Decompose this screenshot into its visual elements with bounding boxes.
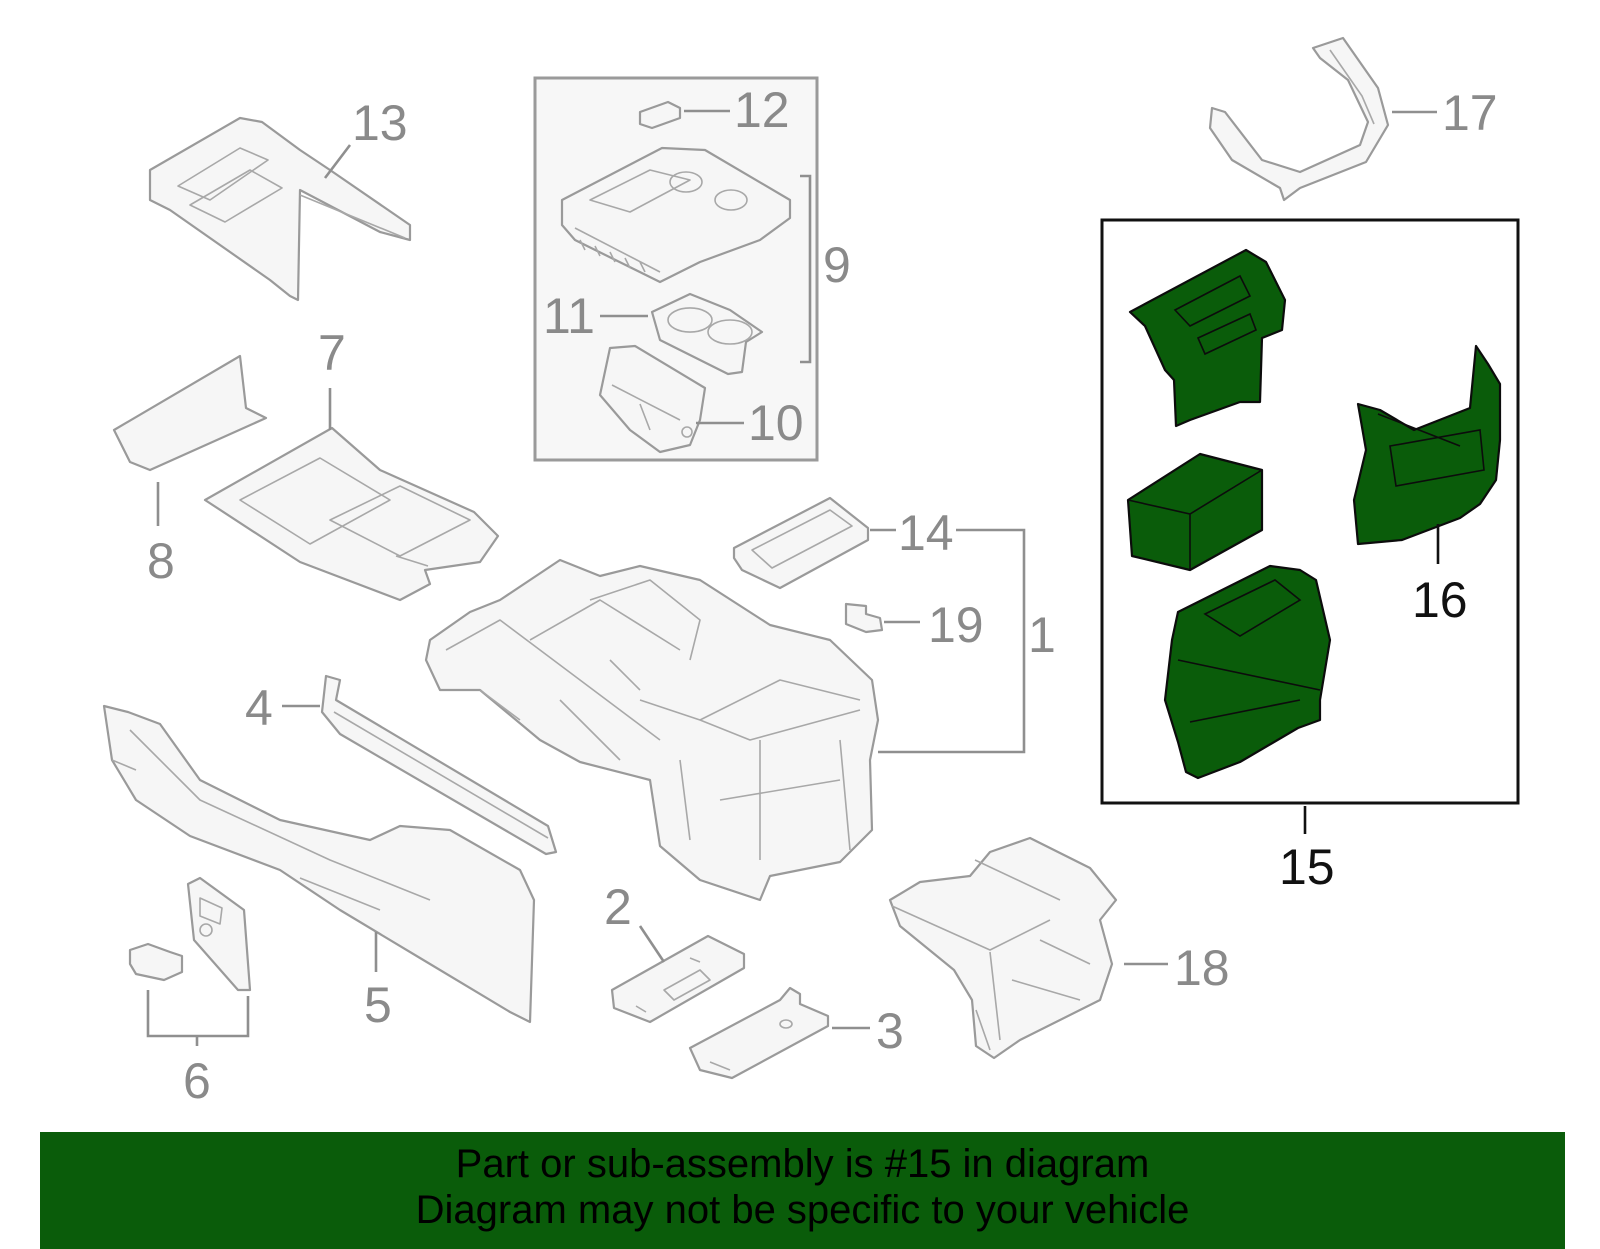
leader-2 [638,925,666,963]
bracket-6 [146,990,250,1038]
callout-4[interactable]: 4 [245,680,273,736]
callout-6[interactable]: 6 [183,1053,211,1109]
bracket-1 [878,528,1026,754]
callout-18[interactable]: 18 [1174,940,1230,996]
part-9-upper-console[interactable] [560,146,792,284]
callout-15[interactable]: 15 [1279,839,1335,895]
part-14-tray[interactable] [732,496,870,590]
part-7-console-mat[interactable] [203,426,500,602]
callout-10[interactable]: 10 [748,395,804,451]
leader-13 [323,144,352,179]
callout-1[interactable]: 1 [1028,607,1056,663]
callout-8[interactable]: 8 [147,533,175,589]
info-banner: Part or sub-assembly is #15 in diagram D… [40,1132,1565,1249]
part-17-trim-strip[interactable] [1208,36,1390,202]
part-15-storage-insert[interactable] [1126,452,1264,572]
bracket-9 [800,174,812,364]
part-16-side-panel[interactable] [1352,344,1502,546]
part-2-bracket[interactable] [610,934,746,1024]
part-8-mat[interactable] [112,354,268,472]
part-3-bracket[interactable] [688,986,830,1080]
banner-line-1: Part or sub-assembly is #15 in diagram [455,1142,1150,1186]
part-12-clip[interactable] [638,100,682,130]
part-6-clip[interactable] [128,942,184,982]
callout-19[interactable]: 19 [928,597,984,653]
callout-12[interactable]: 12 [734,82,790,138]
callout-13[interactable]: 13 [352,95,408,151]
callout-5[interactable]: 5 [364,977,392,1033]
part-1-console-base[interactable] [424,558,880,902]
callout-9[interactable]: 9 [823,237,851,293]
callout-11[interactable]: 11 [543,288,595,344]
part-5-side-panel[interactable] [102,704,536,1024]
callout-7[interactable]: 7 [318,325,346,381]
part-13-trim-panel[interactable] [148,116,412,302]
part-10-storage-bin[interactable] [598,344,707,454]
part-18-armrest[interactable] [888,836,1118,1060]
callout-2[interactable]: 2 [604,879,632,935]
banner-line-2: Diagram may not be specific to your vehi… [415,1188,1190,1232]
part-15-upper-bezel[interactable] [1128,248,1287,428]
part-6-cover[interactable] [186,876,252,992]
part-11-cup-holder[interactable] [650,292,764,376]
callout-17[interactable]: 17 [1442,85,1498,141]
callout-3[interactable]: 3 [876,1003,904,1059]
part-4-trim-rail[interactable] [320,674,558,856]
callout-16[interactable]: 16 [1412,572,1468,628]
callout-14[interactable]: 14 [898,505,954,561]
part-15-lower-housing[interactable] [1163,564,1332,780]
part-19-clip[interactable] [844,602,884,634]
